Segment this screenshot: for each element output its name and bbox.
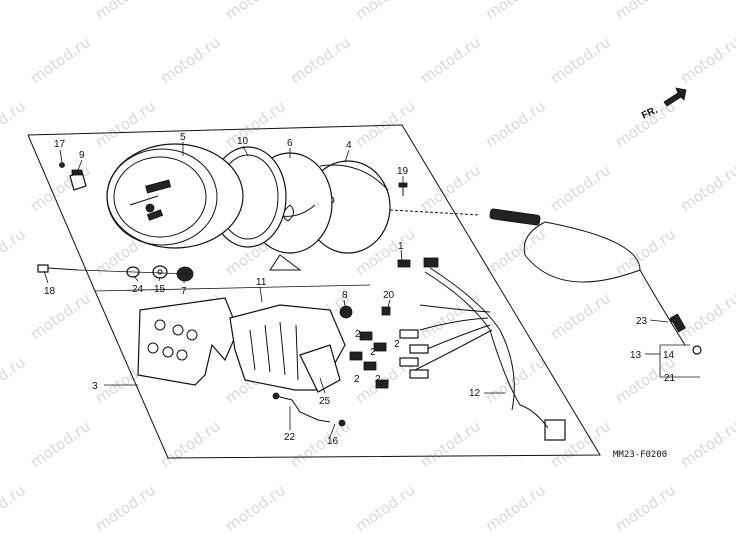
callout-13: 13 bbox=[630, 350, 642, 361]
callout-6: 6 bbox=[287, 138, 293, 149]
watermark-text: motod.ru bbox=[92, 481, 159, 535]
watermark-text: motod.ru bbox=[27, 417, 94, 471]
watermark-text: motod.ru bbox=[677, 289, 736, 343]
watermark-text: motod.ru bbox=[157, 33, 224, 87]
watermark-text: motod.ru bbox=[0, 97, 29, 151]
callout-10: 10 bbox=[237, 136, 249, 147]
speedometer-cable bbox=[389, 208, 702, 355]
watermark-text: motod.ru bbox=[0, 0, 29, 23]
callout-4: 4 bbox=[346, 140, 352, 151]
leader-lines bbox=[43, 142, 700, 438]
callout-1: 1 bbox=[398, 241, 404, 252]
watermark-text: motod.ru bbox=[287, 33, 354, 87]
watermark-text: motod.ru bbox=[482, 353, 549, 407]
watermark-text: motod.ru bbox=[352, 97, 419, 151]
watermark-text: motod.ru bbox=[482, 481, 549, 535]
callout-20: 20 bbox=[383, 290, 395, 301]
callout-22: 22 bbox=[284, 432, 296, 443]
watermark-text: motod.ru bbox=[222, 0, 289, 23]
callout-5: 5 bbox=[180, 132, 186, 143]
watermark-text: motod.ru bbox=[352, 481, 419, 535]
watermark-text: motod.ru bbox=[612, 0, 679, 23]
callout-19: 19 bbox=[397, 166, 409, 177]
callout-3: 3 bbox=[92, 381, 98, 392]
watermark-text: motod.ru bbox=[27, 289, 94, 343]
callout-2d: 2 bbox=[354, 374, 360, 385]
watermark-text: motod.ru bbox=[352, 0, 419, 23]
watermark-text: motod.ru bbox=[27, 33, 94, 87]
watermark-text: motod.ru bbox=[92, 0, 159, 23]
watermark-text: motod.ru bbox=[547, 289, 614, 343]
watermark-text: motod.ru bbox=[0, 481, 29, 535]
watermark-text: motod.ru bbox=[417, 33, 484, 87]
watermark-text: motod.ru bbox=[417, 417, 484, 471]
callout-14: 14 bbox=[663, 350, 675, 361]
watermark-text: motod.ru bbox=[482, 225, 549, 279]
watermark-text: motod.ru bbox=[677, 417, 736, 471]
speedometer-assembly bbox=[37, 143, 408, 282]
callout-18: 18 bbox=[44, 286, 56, 297]
wire-harness bbox=[349, 257, 566, 441]
watermark-text: motod.ru bbox=[547, 161, 614, 215]
callout-8: 8 bbox=[342, 290, 348, 301]
callout-25: 25 bbox=[319, 396, 331, 407]
callout-24: 24 bbox=[132, 284, 144, 295]
watermark-text: motod.ru bbox=[27, 161, 94, 215]
watermark-text: motod.ru bbox=[157, 417, 224, 471]
callout-7: 7 bbox=[181, 286, 187, 297]
watermark-text: motod.ru bbox=[612, 481, 679, 535]
callout-21: 21 bbox=[664, 373, 676, 384]
callout-9: 9 bbox=[79, 150, 85, 161]
diagram-frame bbox=[27, 124, 601, 459]
indicator-panel-assembly bbox=[137, 297, 353, 427]
callout-17: 17 bbox=[54, 139, 66, 150]
watermark-text: motod.ru bbox=[482, 97, 549, 151]
callout-11: 11 bbox=[256, 277, 267, 288]
watermark-text: motod.ru bbox=[547, 33, 614, 87]
callout-16: 16 bbox=[327, 436, 339, 447]
callout-2c: 2 bbox=[370, 347, 376, 358]
watermark-text: motod.ru bbox=[677, 161, 736, 215]
diagram-code: MM23-F0200 bbox=[613, 450, 667, 460]
watermark-text: motod.ru bbox=[417, 289, 484, 343]
watermark-text: motod.ru bbox=[222, 481, 289, 535]
callout-2a: 2 bbox=[355, 329, 361, 340]
callout-2b: 2 bbox=[394, 339, 400, 350]
watermark-text: motod.ru bbox=[612, 225, 679, 279]
watermark-text: motod.ru bbox=[92, 97, 159, 151]
callout-labels: 5 10 6 4 17 9 19 1 18 24 15 7 11 8 20 2 … bbox=[44, 132, 676, 447]
callout-2e: 2 bbox=[375, 374, 381, 385]
watermark-text: motod.ru bbox=[417, 161, 484, 215]
callout-23: 23 bbox=[636, 316, 648, 327]
watermark-text: motod.ru bbox=[0, 225, 29, 279]
watermark-text: motod.ru bbox=[222, 97, 289, 151]
callout-12: 12 bbox=[469, 388, 481, 399]
watermark-text: motod.ru bbox=[482, 0, 549, 23]
callout-15: 15 bbox=[154, 284, 166, 295]
watermark-text: motod.ru bbox=[677, 33, 736, 87]
watermark-text: motod.ru bbox=[0, 353, 29, 407]
